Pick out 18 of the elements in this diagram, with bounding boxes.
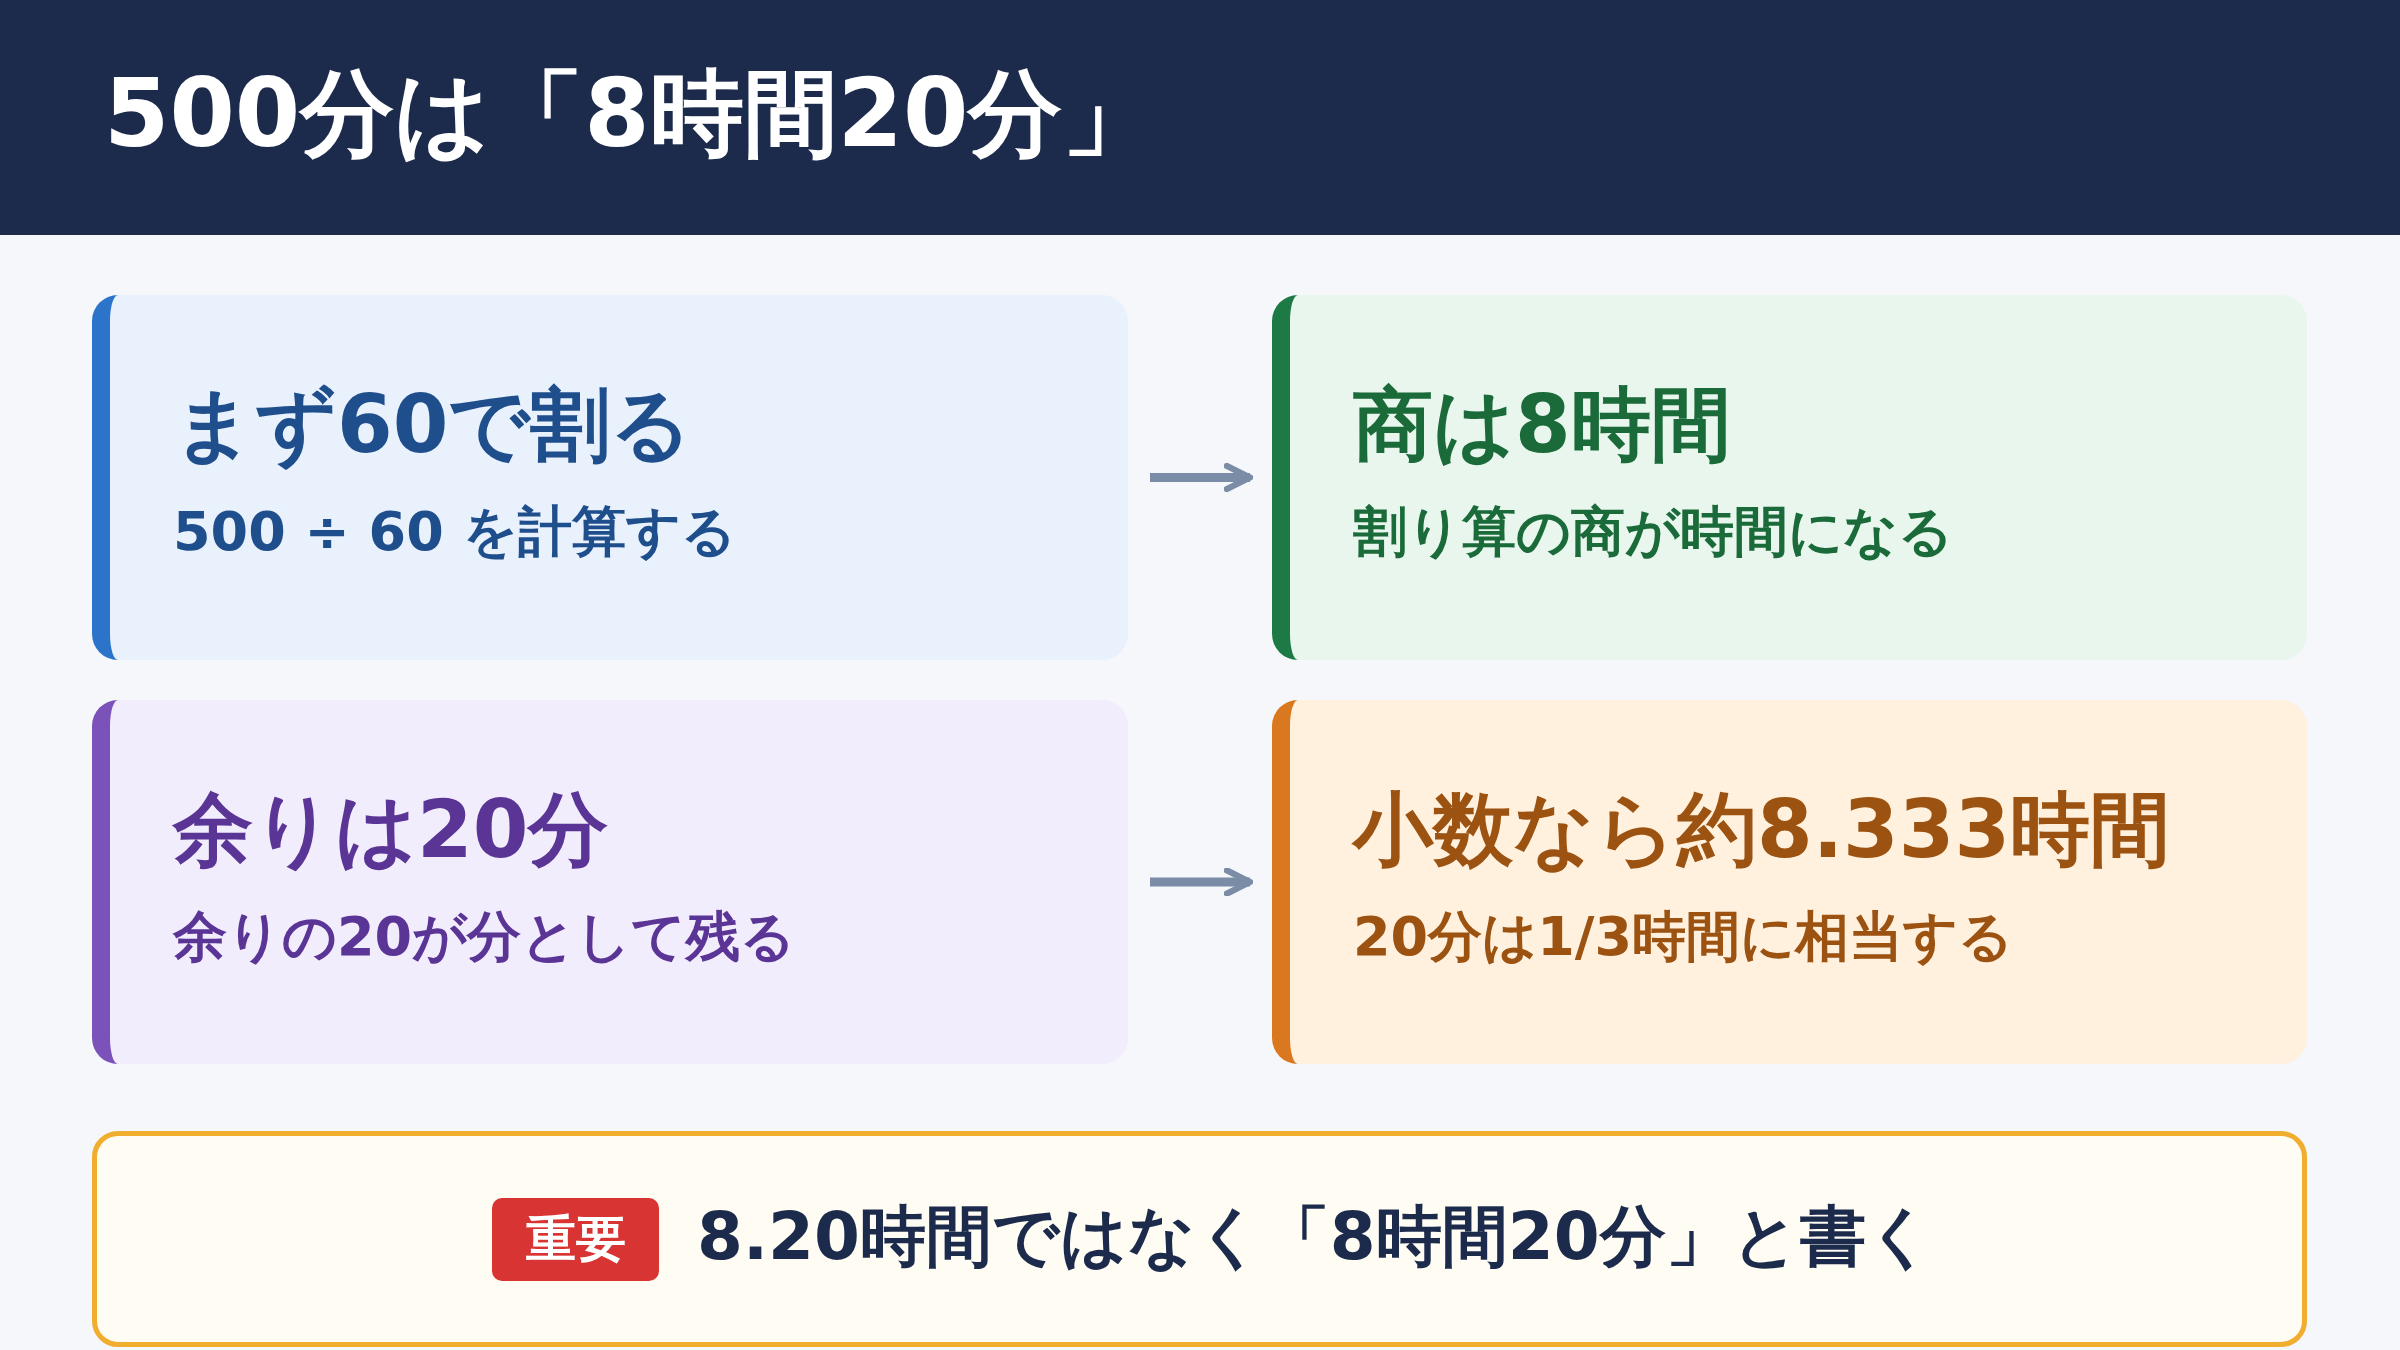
title: 500分は「8時間20分」 <box>104 58 1157 170</box>
card-heading: 小数なら約8.333時間 <box>1353 782 2171 878</box>
badge: 重要 <box>492 1198 659 1281</box>
arrow <box>1150 462 1254 493</box>
note-text: 8.20時間ではなく「8時間20分」と書く <box>697 1197 1934 1277</box>
card-heading: まず60で割る <box>173 377 693 473</box>
arrow <box>1150 867 1254 897</box>
step-card <box>92 295 1128 660</box>
note-box <box>92 1131 2307 1347</box>
step-card <box>1272 700 2307 1064</box>
card-text: 割り算の商が時間になる <box>1353 500 1953 565</box>
step-card <box>92 700 1128 1064</box>
card-text: 20分は1/3時間に相当する <box>1353 905 2013 970</box>
card-heading: 商は8時間 <box>1353 377 1731 473</box>
card-text: 500 ÷ 60 を計算する <box>173 500 736 565</box>
card-text: 余りの20が分として残る <box>173 905 796 970</box>
card-heading: 余りは20分 <box>173 782 609 878</box>
step-card <box>1272 295 2307 660</box>
